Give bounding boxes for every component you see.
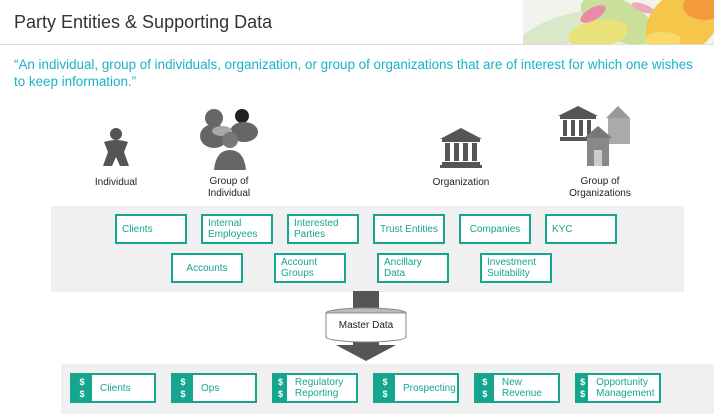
person-icon <box>100 126 132 173</box>
outcome-box-clients: $$ Clients <box>70 373 156 403</box>
entity-label-group-of-individual: Group of Individual <box>207 176 251 199</box>
dollar-icon: $$ <box>476 375 494 401</box>
dollar-icon: $$ <box>274 375 287 401</box>
master-data-label: Master Data <box>338 320 394 331</box>
dollar-icon: $$ <box>72 375 92 401</box>
building-icon <box>440 128 482 173</box>
outcome-box-prospecting: $$ Prospecting <box>373 373 459 403</box>
decorative-flower-image <box>523 0 714 44</box>
entity-label-organization: Organization <box>432 177 490 188</box>
outcome-label: Prospecting <box>403 382 456 394</box>
data-box-ancillary-data: Ancillary Data <box>377 253 449 283</box>
buildings-icon <box>558 104 634 175</box>
data-box-kyc: KYC <box>545 214 617 244</box>
dollar-icon: $$ <box>375 375 395 401</box>
data-box-account-groups: Account Groups <box>274 253 346 283</box>
entity-label-individual: Individual <box>94 177 138 188</box>
data-box-companies: Companies <box>459 214 531 244</box>
outcome-label: Ops <box>201 382 220 394</box>
outcome-label: New Revenue <box>501 377 542 399</box>
outcome-label: Clients <box>100 382 131 394</box>
data-box-investment-suitability: Investment Suitability <box>480 253 552 283</box>
outcome-box-opportunity-management: $$ Opportunity Management <box>575 373 661 403</box>
title-divider <box>0 44 714 45</box>
data-box-trust-entities: Trust Entities <box>373 214 445 244</box>
dollar-icon: $$ <box>173 375 193 401</box>
slide-title: Party Entities & Supporting Data <box>14 12 273 32</box>
master-data-arrow <box>324 291 408 368</box>
entity-label-group-of-organizations: Group of Organizations <box>569 176 631 199</box>
outcome-box-ops: $$ Ops <box>171 373 257 403</box>
data-box-accounts: Accounts <box>171 253 243 283</box>
outcome-box-regulatory-reporting: $$ Regulatory Reporting <box>272 373 358 403</box>
outcome-label: Regulatory Reporting <box>294 377 344 399</box>
data-box-interested-parties: Interested Parties <box>287 214 359 244</box>
group-icon <box>196 104 262 175</box>
outcome-box-new-revenue: $$ New Revenue <box>474 373 560 403</box>
outcome-label: Opportunity Management <box>596 377 655 399</box>
definition-quote: “An individual, group of individuals, or… <box>14 57 693 89</box>
dollar-icon: $$ <box>577 375 589 401</box>
data-box-clients: Clients <box>115 214 187 244</box>
data-box-internal-employees: Internal Employees <box>201 214 273 244</box>
